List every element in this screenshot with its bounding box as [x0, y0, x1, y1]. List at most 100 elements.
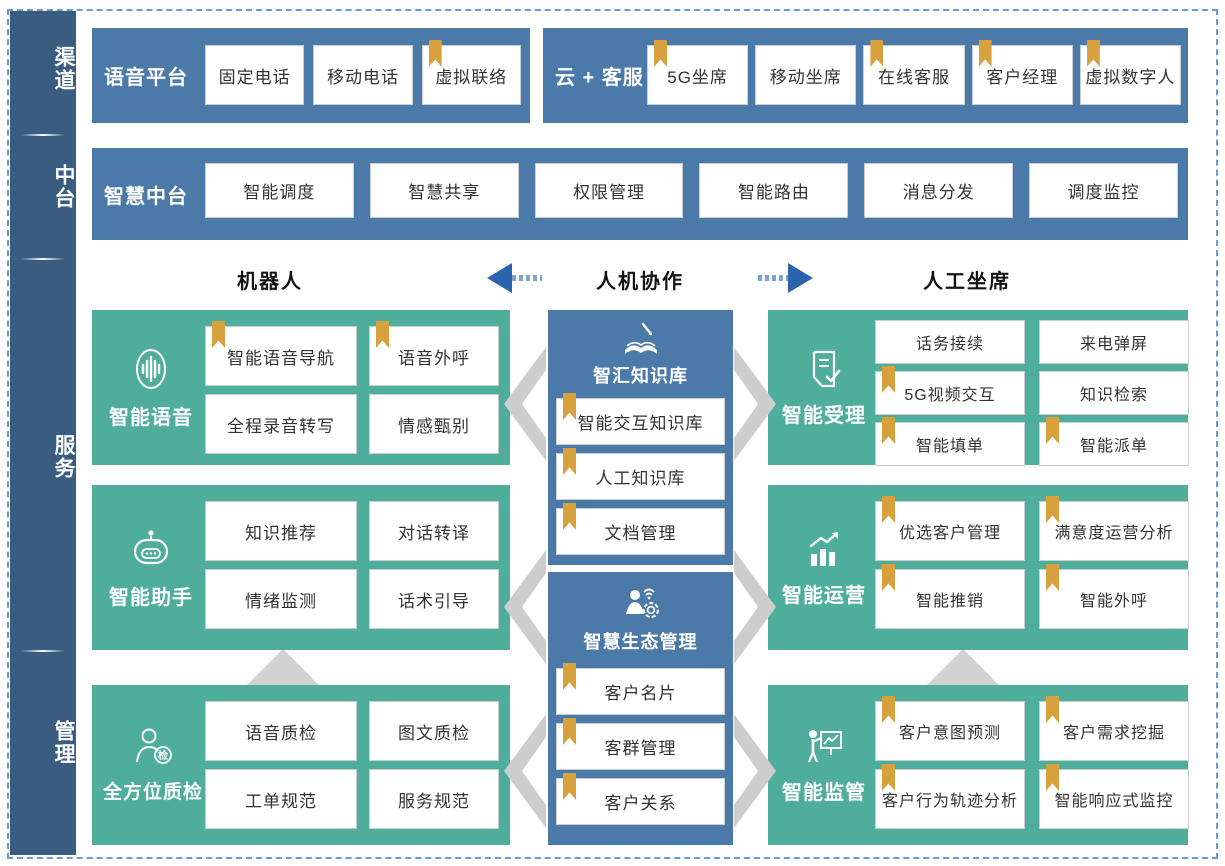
item-box: 知识推荐 [205, 501, 357, 561]
item-label: 智能派单 [1079, 438, 1148, 455]
bookmark-icon [1046, 417, 1059, 444]
block-title: 智能运营 [782, 584, 866, 607]
block-smart-operation: 智能运营 优选客户管理 满意度运营分析 智能推销 智能外呼 [768, 485, 1189, 650]
bookmark-icon [654, 40, 667, 67]
item-box: 智能派单 [1039, 417, 1189, 466]
item-box: 客户行为轨迹分析 [875, 764, 1025, 829]
bookmark-icon [1046, 496, 1059, 523]
item-label: 满意度运营分析 [1054, 525, 1174, 542]
item-label: 智能外呼 [1079, 593, 1148, 610]
bookmark-icon [978, 40, 992, 67]
item-label: 语音外呼 [398, 348, 470, 368]
item-label: 智能调度 [243, 183, 316, 202]
item-box: 知识检索 [1039, 371, 1189, 415]
item-label: 全程录音转写 [227, 416, 335, 436]
cloud-service-panel: 云 + 客服 5G坐席 移动坐席 在线客服 客户经理 虚拟数字人 [543, 28, 1188, 123]
item-label: 虚拟数字人 [1085, 67, 1176, 87]
item-box: 移动坐席 [755, 45, 857, 105]
item-label: 来电弹屏 [1079, 336, 1148, 353]
item-box: 客群管理 [556, 718, 725, 770]
sidebar-divider [21, 258, 65, 260]
item-label: 情绪监测 [245, 591, 317, 611]
item-label: 客户经理 [986, 67, 1059, 87]
inspector-icon: 检 [136, 728, 172, 764]
item-box: 在线客服 [863, 40, 965, 105]
item-label: 对话转译 [398, 523, 470, 543]
item-box: 对话转译 [369, 501, 499, 561]
smart-supervision-items: 客户意图预测 客户需求挖掘 客户行为轨迹分析 智能响应式监控 [875, 696, 1189, 829]
item-label: 移动坐席 [769, 67, 842, 87]
up-arrow-icon [926, 649, 1000, 686]
item-box: 话务接续 [875, 320, 1025, 364]
item-label: 知识推荐 [245, 523, 317, 543]
bookmark-icon [882, 696, 895, 723]
item-label: 图文质检 [398, 723, 470, 743]
chevron-right-icon [734, 714, 776, 828]
item-label: 客群管理 [604, 739, 677, 758]
chart-up-icon [809, 531, 838, 566]
doc-check-icon [812, 350, 841, 387]
item-label: 智能路由 [737, 183, 810, 202]
block-smart-assistant: 智能助手 知识推荐 对话转译 情绪监测 话术引导 [92, 485, 510, 650]
item-box: 智慧共享 [369, 163, 519, 218]
bookmark-icon [563, 718, 576, 745]
item-label: 工单规范 [245, 791, 317, 811]
bookmark-icon [563, 448, 576, 475]
voice-platform-panel: 语音平台 固定电话 移动电话 虚拟联络 [92, 28, 530, 123]
layer-label-channels: 渠道 [52, 46, 75, 92]
bookmark-icon [870, 40, 884, 67]
item-label: 客户关系 [604, 794, 677, 813]
item-label: 客户意图预测 [898, 725, 1001, 742]
item-box: 情感甄别 [369, 394, 499, 454]
item-label: 话务接续 [915, 336, 984, 353]
bookmark-icon [882, 764, 895, 791]
item-label: 5G视频交互 [904, 387, 996, 404]
item-box: 来电弹屏 [1039, 320, 1189, 364]
item-box: 客户意图预测 [875, 696, 1025, 761]
item-label: 客户行为轨迹分析 [881, 793, 1018, 810]
item-box: 工单规范 [205, 769, 357, 829]
item-box: 智能路由 [699, 163, 849, 218]
block-title: 智能监管 [782, 782, 866, 804]
flow-label-human-agent: 人工坐席 [923, 271, 1011, 293]
item-label: 调度监控 [1067, 183, 1140, 202]
voice-platform-title: 语音平台 [104, 67, 188, 89]
arrow-left-icon [487, 263, 542, 293]
item-box: 移动电话 [313, 45, 413, 105]
item-label: 虚拟联络 [435, 67, 508, 87]
bookmark-icon [882, 564, 895, 591]
item-box: 语音质检 [205, 701, 357, 761]
item-box: 智能调度 [205, 163, 354, 218]
item-box: 情绪监测 [205, 569, 357, 629]
item-label: 移动电话 [326, 67, 399, 87]
item-box: 固定电话 [205, 45, 305, 105]
item-label: 在线客服 [878, 67, 950, 87]
item-label: 人工知识库 [595, 469, 686, 488]
middle-platform-items: 智能调度 智慧共享 权限管理 智能路由 消息分发 调度监控 [205, 163, 1178, 218]
item-label: 服务规范 [398, 791, 470, 811]
item-label: 文档管理 [604, 524, 677, 543]
layer-label-service: 服务 [52, 434, 75, 480]
item-box: 智能响应式监控 [1039, 764, 1189, 829]
item-box: 消息分发 [864, 163, 1014, 218]
middle-platform-title: 智慧中台 [104, 185, 188, 208]
item-box: 5G坐席 [647, 40, 749, 105]
cloud-service-items: 5G坐席 移动坐席 在线客服 客户经理 虚拟数字人 [647, 40, 1182, 105]
book-pen-icon [624, 322, 657, 354]
item-label: 优选客户管理 [898, 525, 1001, 542]
block-title: 智汇知识库 [593, 366, 688, 386]
item-box: 客户关系 [556, 773, 725, 825]
person-network-icon [625, 588, 659, 618]
voice-platform-items: 固定电话 移动电话 虚拟联络 [205, 40, 521, 105]
robot-icon [133, 529, 169, 564]
cloud-service-title: 云 + 客服 [555, 67, 644, 89]
item-label: 客户名片 [604, 684, 677, 703]
block-eco-management: 智慧生态管理 客户名片 客群管理 客户关系 [548, 572, 733, 845]
item-box: 智能填单 [875, 417, 1025, 466]
bookmark-icon [1086, 40, 1100, 67]
bookmark-icon [563, 663, 576, 690]
layer-label-platform: 中台 [52, 164, 75, 210]
bookmark-icon [376, 321, 389, 348]
item-box: 智能外呼 [1039, 564, 1189, 629]
block-title: 智能受理 [782, 404, 866, 427]
